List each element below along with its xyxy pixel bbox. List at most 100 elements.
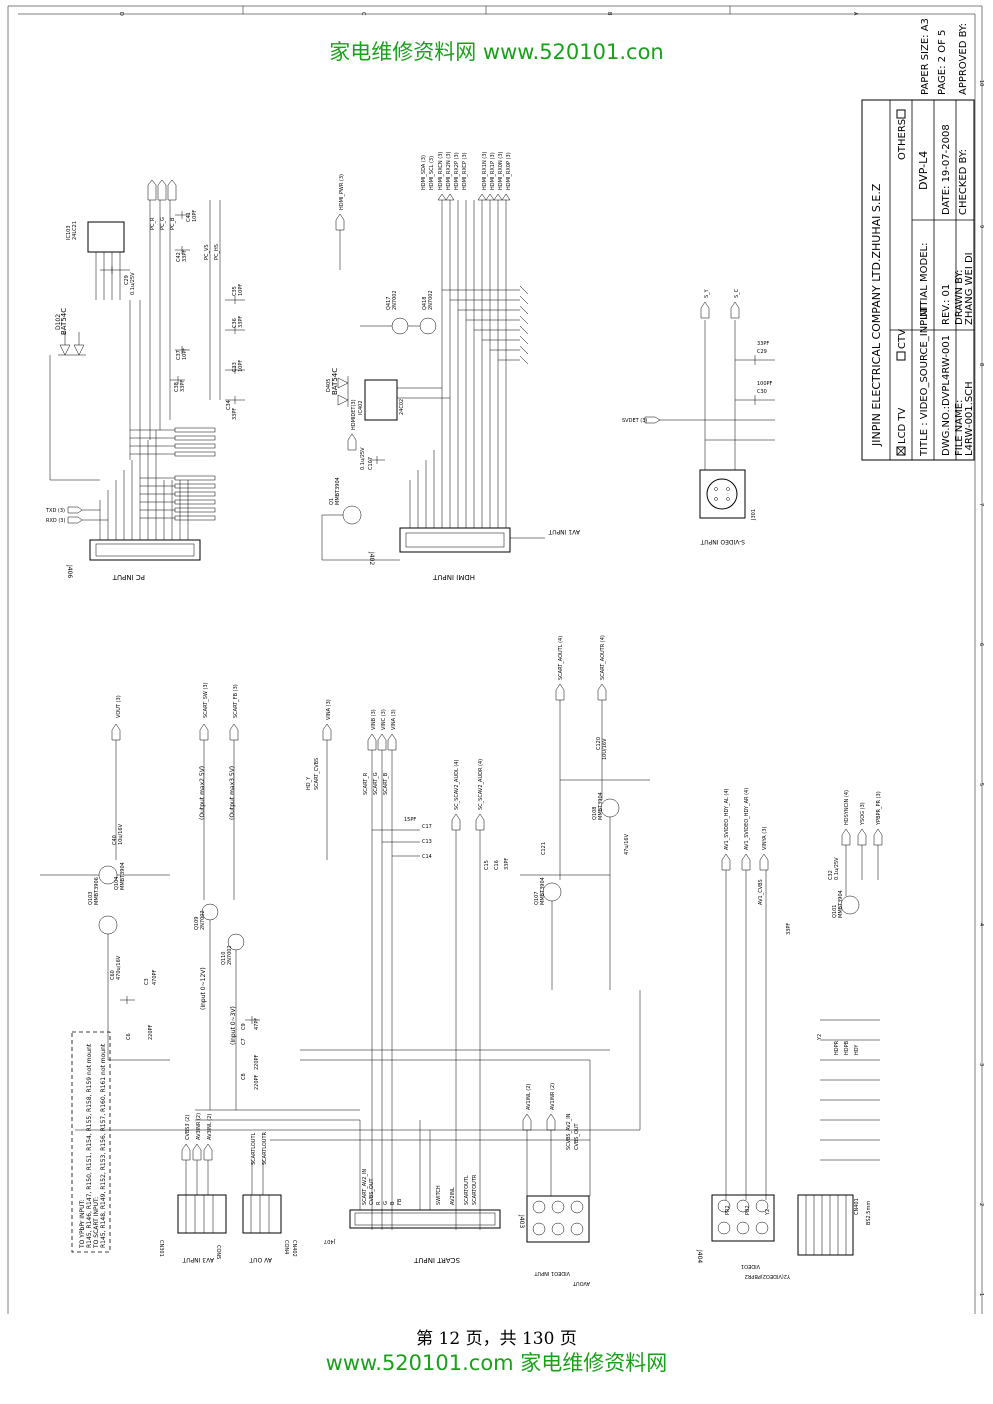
video-out-section: VOUT (3) Q103 MMBT3906 Q104 MMBT3904 C6 … xyxy=(40,695,170,1061)
approved-by: APPROVED BY: xyxy=(958,23,969,95)
av3inl-net: AV3INL (2) xyxy=(207,1114,213,1140)
border-number-8: 8 xyxy=(978,363,984,366)
border-number-4: 4 xyxy=(978,923,984,926)
pc-c37: C37 xyxy=(176,350,182,360)
scart-r-net: SCART_R xyxy=(363,772,369,795)
c8-val: 220PF xyxy=(254,1074,260,1090)
svideo-input-section: J301 S-VIDEO INPUT S_Y S_C SVDET (3) C29… xyxy=(622,288,775,545)
scart-bus-outl: SCARTOUTL xyxy=(464,1175,470,1205)
svideo-c30-val: 100PF xyxy=(757,381,773,387)
c32-ref: C32 xyxy=(828,870,834,880)
q104-type: MMBT3904 xyxy=(120,862,126,890)
pc-eeprom-ref: IC103 xyxy=(66,225,72,240)
border-number-10: 10 xyxy=(978,80,984,86)
pc-input-section: J406 PC INPUT xyxy=(45,179,245,581)
q101-type: MMBT3904 xyxy=(838,890,844,918)
border-number-2: 2 xyxy=(978,1203,984,1206)
c120-ref: C120 xyxy=(596,737,602,750)
pc-diode-ref: D102 xyxy=(55,314,62,330)
vout-net: VOUT (3) xyxy=(116,695,122,718)
scart-in-range1: (Input 0~12V) xyxy=(200,967,207,1010)
pc-c42: C42 xyxy=(176,252,182,262)
border-number-7: 7 xyxy=(978,503,984,506)
scart-bus-outr: SCARTOUTR xyxy=(472,1174,478,1205)
c40-ref: C40 xyxy=(112,835,118,845)
c32-val: 0.1u/25V xyxy=(834,857,840,880)
av-out-ref: CN402 xyxy=(291,1240,297,1257)
q103-ref: Q103 xyxy=(88,892,94,905)
c14-ref: C14 xyxy=(422,854,432,860)
pc-c38: C38 xyxy=(174,382,180,392)
c121-ref: C121 xyxy=(541,842,547,855)
note-line-4: R145, R148, R149, R152, R153, R156, R157… xyxy=(100,1043,107,1248)
svideo-det-net: SVDET (3) xyxy=(622,418,647,424)
hdy-net: HDY xyxy=(854,1044,860,1055)
pc-c33: C33 xyxy=(232,362,238,372)
pc-eeprom-type: 24LC21 xyxy=(72,221,78,240)
c17-val: 15PF xyxy=(404,817,416,823)
ypbpr-33pf: 33PF xyxy=(786,923,792,935)
q109-type: 2N7002 xyxy=(200,910,206,930)
file-name: L4RW-001.SCH xyxy=(964,381,975,456)
pc-diode-type: BAT54C xyxy=(60,308,68,335)
hdmi-diode-ref: D405 xyxy=(326,379,332,392)
watermark-bottom: www.520101.com 家电维修资料网 xyxy=(325,1351,668,1375)
scart-aout-r-net: SCART_AOUTR (4) xyxy=(600,635,606,680)
scart-bus-g: G xyxy=(383,1201,389,1205)
pc-c33-val: 10PF xyxy=(238,360,244,372)
hdmi-hotplug-net: HDMIDET(3) xyxy=(351,399,357,430)
drawing-date: DATE: 19-07-2008 xyxy=(941,124,952,215)
c9-val: 47PF xyxy=(254,1018,260,1030)
c13-ref: C13 xyxy=(422,839,432,845)
scart-aud-l-net: SC_SCAV2_AUDL (4) xyxy=(454,760,460,810)
scart-name: SCART INPUT xyxy=(413,1256,460,1264)
pc-c41: C41 xyxy=(186,212,192,222)
c15-val: 33PF xyxy=(504,858,510,870)
border-letter-a: A xyxy=(852,12,858,16)
company-name: JINPIN ELECTRICAL COMPANY LTD.ZHUHAI S.E… xyxy=(870,183,883,447)
y2-conn-net: Y2 xyxy=(765,1209,771,1216)
lower-bus-wires xyxy=(75,990,641,1196)
cn401-ref: CN401 xyxy=(854,1198,860,1215)
page-of: PAGE: 2 OF 5 xyxy=(937,30,948,95)
scart-bus-cvbs-in: SCART_AV2_IN xyxy=(362,1169,368,1205)
av-out-conn: CON4 xyxy=(283,1240,289,1254)
ypbpr-ar-net: AV1_SVIDEO_HDY_AR (4) xyxy=(744,788,750,850)
av3-input-block: CVBS3 (2) AV3INR (2) AV3INL (2) CN301 CO… xyxy=(158,1113,227,1263)
j403-cvbs-out: CVBS_OUT xyxy=(574,1122,580,1150)
option-others: OTHERS xyxy=(897,119,908,160)
hdmi-diode-type: BAT54C xyxy=(331,368,339,395)
hdmi-eeprom-type: 24C02 xyxy=(399,399,405,415)
c120-val: 10U/16V xyxy=(602,738,608,760)
hdmi-input-section: J402 HDMI INPUT AV1 INPUT HDMI_SDA ( xyxy=(321,152,580,581)
border-number-6: 6 xyxy=(978,643,984,646)
drawing-frame: D C B A 10 9 8 7 6 5 4 3 2 1 xyxy=(7,5,984,1314)
scart-b-net: SCART_B xyxy=(383,772,389,795)
paper-size: PAPER SIZE: A3 xyxy=(920,18,931,95)
j404-rca-block: J404 Y2(VIDEO2)PBPR2 VIDEO1 xyxy=(696,1194,791,1279)
av1inr-net: AV1INR (2) xyxy=(550,1083,556,1110)
svideo-ref: J301 xyxy=(751,509,757,521)
hdmi-rxcn-net: HDMI_RXCN (3) xyxy=(438,152,444,190)
scart-bus-fb: FB xyxy=(397,1198,403,1205)
note-line-3: TO SCART INPUT: xyxy=(93,1197,100,1249)
j404-name: Y2(VIDEO2)PBPR2 xyxy=(745,1273,791,1279)
pc-g-net: PC_G xyxy=(160,217,166,230)
hdmi-q418: Q418 xyxy=(422,297,428,310)
scart-sw-net: SCART_SW (3) xyxy=(203,682,209,718)
pc-connector-ref: J406 xyxy=(66,564,73,578)
q104-ref: Q104 xyxy=(114,877,120,890)
q109-ref: Q109 xyxy=(194,917,200,930)
pc-c38-val: 33PF xyxy=(180,380,186,392)
pc-b-net: PC_B xyxy=(170,217,176,230)
vina-net: VINA (3) xyxy=(326,699,332,720)
ypbpr-input-section: AV1_SVIDEO_HDY_AL (4) AV1_SVIDEO_HDY_AR … xyxy=(721,788,883,1256)
scart-rgb-section: HD_Y SCART_CVBS VINA (3) VINB (3) VINC (… xyxy=(306,699,510,1230)
hdmi-q417-type: 2N7002 xyxy=(392,290,398,310)
av3-conn: CON5 xyxy=(215,1245,221,1259)
pc-c41-val: 10PF xyxy=(192,210,198,222)
cvbs3-net: CVBS3 (2) xyxy=(185,1115,191,1140)
hdpr-net: HDPR xyxy=(834,1040,840,1055)
c17-ref: C17 xyxy=(422,824,432,830)
